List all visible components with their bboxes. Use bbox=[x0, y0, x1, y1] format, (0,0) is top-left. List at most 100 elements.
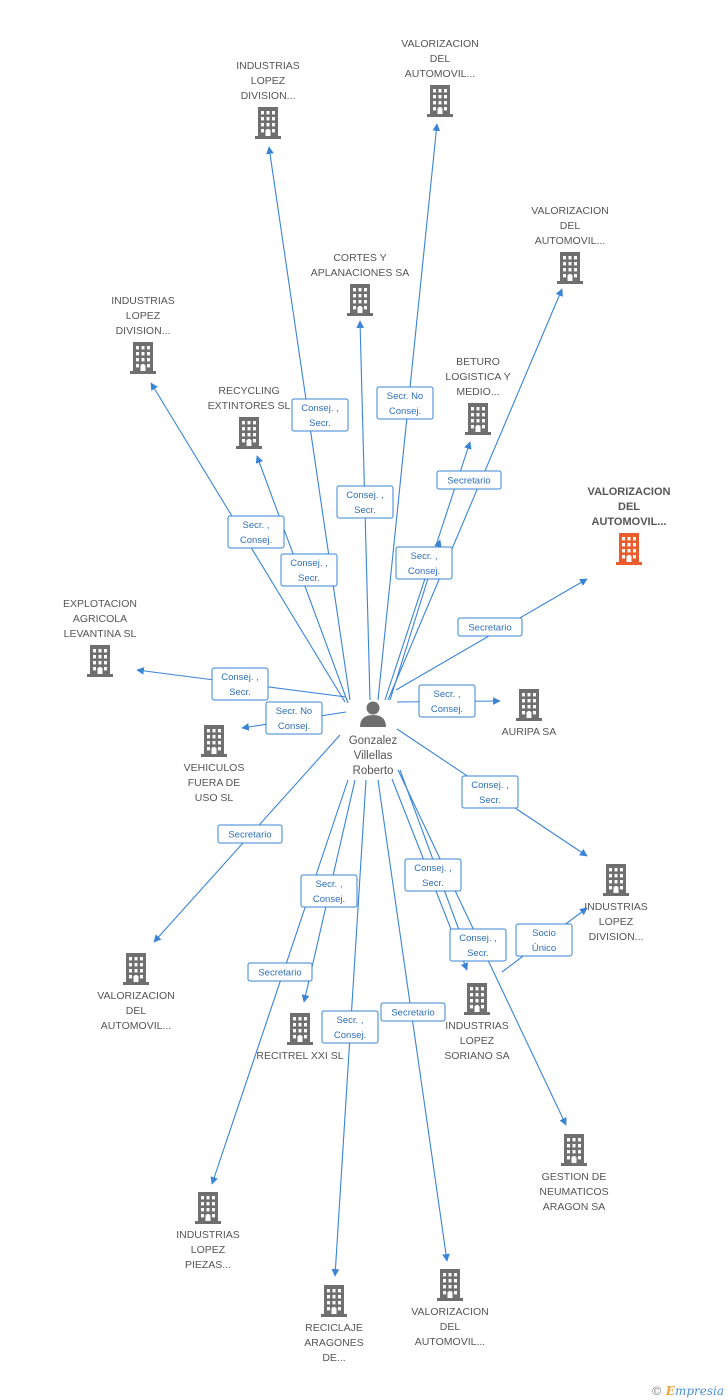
edge-label-box[interactable] bbox=[336, 485, 394, 519]
edge-label-text: Secr. bbox=[298, 573, 320, 584]
company-node[interactable]: VALORIZACIONDELAUTOMOVIL... bbox=[97, 953, 175, 1032]
edge-label[interactable]: Secretario bbox=[436, 470, 502, 490]
company-name: INDUSTRIAS bbox=[445, 1020, 509, 1032]
edge-label-text: Secr. , bbox=[243, 520, 270, 531]
edge-label-box[interactable] bbox=[418, 684, 476, 718]
building-icon bbox=[465, 403, 491, 435]
edge-label-text: Secr. bbox=[354, 505, 376, 516]
building-icon bbox=[236, 417, 262, 449]
company-name: AURIPA SA bbox=[502, 726, 557, 738]
edge-label-box[interactable] bbox=[211, 667, 269, 701]
edge-label-box[interactable] bbox=[300, 874, 358, 908]
edge-label-box[interactable] bbox=[247, 962, 313, 982]
building-icon bbox=[130, 342, 156, 374]
company-name: ARAGONES bbox=[304, 1337, 364, 1349]
company-node[interactable]: INDUSTRIASLOPEZDIVISION... bbox=[584, 864, 648, 943]
person-name: Villellas bbox=[354, 750, 393, 762]
edge-label-box[interactable] bbox=[436, 470, 502, 490]
edge-label[interactable]: Secr. ,Consej. bbox=[418, 684, 476, 718]
edge-label[interactable]: Consej. ,Secr. bbox=[291, 398, 349, 432]
brand-initial: E bbox=[665, 1384, 675, 1398]
building-icon bbox=[195, 1192, 221, 1224]
edge-label-box[interactable] bbox=[449, 928, 507, 962]
company-name: INDUSTRIAS bbox=[584, 901, 648, 913]
company-name: FUERA DE bbox=[188, 777, 241, 789]
edge-label[interactable]: Consej. ,Secr. bbox=[336, 485, 394, 519]
edge-label-box[interactable] bbox=[457, 617, 523, 637]
building-icon bbox=[516, 689, 542, 721]
company-node[interactable]: INDUSTRIASLOPEZDIVISION... bbox=[111, 295, 175, 374]
edge-label[interactable]: Secretario bbox=[457, 617, 523, 637]
company-name: LOGISTICA Y bbox=[445, 371, 510, 383]
edge-label-box[interactable] bbox=[265, 701, 323, 735]
edge-label[interactable]: Secr. ,Consej. bbox=[395, 546, 453, 580]
edge-label-text: Secr. bbox=[467, 948, 489, 959]
edge-label[interactable]: Consej. , Secr. bbox=[449, 928, 507, 962]
company-name: DEL bbox=[126, 1005, 147, 1017]
edge-label[interactable]: Secretario bbox=[217, 824, 283, 844]
edge-label-box[interactable] bbox=[404, 858, 462, 892]
edge-label-box[interactable] bbox=[461, 775, 519, 809]
edge-label-text: Secretario bbox=[468, 623, 511, 634]
edge-label-text: Socio bbox=[532, 928, 556, 939]
edge-label[interactable]: Secr. ,Consej. bbox=[300, 874, 358, 908]
edge-label-box[interactable] bbox=[217, 824, 283, 844]
edge-label-box[interactable] bbox=[395, 546, 453, 580]
edge-label-text: Consej. , bbox=[221, 672, 259, 683]
company-name: PIEZAS... bbox=[185, 1259, 231, 1271]
edge-label[interactable]: Secr. ,Consej. bbox=[227, 515, 285, 549]
company-node[interactable]: INDUSTRIASLOPEZPIEZAS... bbox=[176, 1192, 240, 1271]
edge-label[interactable]: Secretario bbox=[247, 962, 313, 982]
edge-label-box[interactable] bbox=[380, 1002, 446, 1022]
edge-label-box[interactable] bbox=[376, 386, 434, 420]
company-name: MEDIO... bbox=[456, 386, 499, 398]
edge-label-text: Consej. bbox=[334, 1030, 366, 1041]
edge-label-box[interactable] bbox=[280, 553, 338, 587]
building-icon bbox=[561, 1134, 587, 1166]
edge-label-text: Secr. No bbox=[387, 391, 423, 402]
edge-label-text: Secr. bbox=[309, 418, 331, 429]
company-name: AUTOMOVIL... bbox=[405, 68, 475, 80]
company-node[interactable]: VALORIZACIONDELAUTOMOVIL... bbox=[531, 205, 609, 284]
company-node[interactable]: VALORIZACIONDELAUTOMOVIL... bbox=[411, 1269, 489, 1348]
company-name: RECICLAJE bbox=[305, 1322, 363, 1334]
company-name: LOPEZ bbox=[126, 310, 161, 322]
company-name: DIVISION... bbox=[241, 90, 296, 102]
edge-label-box[interactable] bbox=[291, 398, 349, 432]
edge-label-box[interactable] bbox=[321, 1010, 379, 1044]
edge-label-box[interactable] bbox=[515, 923, 573, 957]
edge-label[interactable]: Consej. ,Secr. bbox=[404, 858, 462, 892]
edge-label-box[interactable] bbox=[227, 515, 285, 549]
company-node[interactable]: VALORIZACIONDELAUTOMOVIL... bbox=[401, 38, 479, 117]
edge-label-text: Consej. , bbox=[459, 933, 497, 944]
edge-label[interactable]: Secr. ,Consej. bbox=[321, 1010, 379, 1044]
edge-label-text: Secretario bbox=[391, 1008, 434, 1019]
company-name: DEL bbox=[440, 1321, 461, 1333]
company-node[interactable]: INDUSTRIASLOPEZDIVISION... bbox=[236, 60, 300, 139]
company-name: ARAGON SA bbox=[543, 1201, 605, 1213]
company-node[interactable]: VALORIZACIONDELAUTOMOVIL... bbox=[588, 486, 671, 565]
edge-label[interactable]: Secretario bbox=[380, 1002, 446, 1022]
building-icon bbox=[557, 252, 583, 284]
edge-label[interactable]: Consej. ,Secr. bbox=[280, 553, 338, 587]
company-name: BETURO bbox=[456, 356, 500, 368]
company-node[interactable]: AURIPA SA bbox=[502, 689, 557, 738]
company-node[interactable]: RECITREL XXI SL bbox=[256, 1013, 344, 1062]
edge-label-text: Consej. bbox=[313, 894, 345, 905]
edge-label[interactable]: Consej. ,Secr. bbox=[211, 667, 269, 701]
company-node[interactable]: RECICLAJEARAGONESDE... bbox=[304, 1285, 364, 1364]
edge-label[interactable]: Consej. ,Secr. bbox=[461, 775, 519, 809]
company-name: EXPLOTACION bbox=[63, 598, 137, 610]
company-node[interactable]: BETURO LOGISTICA Y MEDIO... bbox=[445, 356, 511, 435]
company-name: NEUMATICOS bbox=[539, 1186, 608, 1198]
